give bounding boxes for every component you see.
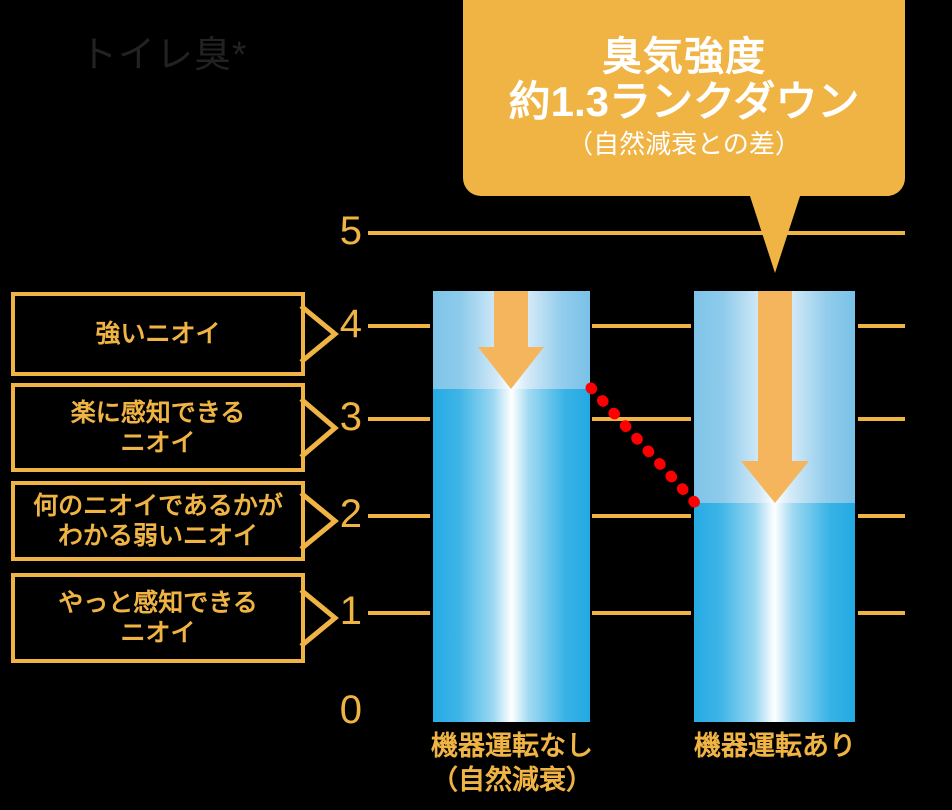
gridline-1-mid (592, 611, 691, 615)
ytick-0: 0 (339, 688, 362, 732)
scale-box-3: 楽に感知できる ニオイ (11, 383, 305, 472)
ytick-5: 5 (339, 209, 362, 253)
gridline-4-mid (592, 324, 691, 328)
gridline-4-left (368, 324, 430, 328)
ytick-4: 4 (339, 302, 362, 346)
callout-bubble: 臭気強度 約1.3ランクダウン （自然減衰との差） (463, 0, 905, 196)
gridline-3-right (858, 417, 905, 421)
page-title: トイレ臭* (80, 34, 248, 75)
scale-box-2-label: 何のニオイであるかが わかる弱いニオイ (33, 492, 283, 550)
scale-box-4: 強いニオイ (11, 292, 305, 376)
ytick-1: 1 (339, 589, 362, 633)
xaxis-label-no-operation-line1: 機器運転なし (431, 731, 593, 761)
scale-box-3-pointer-icon (299, 397, 339, 459)
scale-box-2: 何のニオイであるかが わかる弱いニオイ (11, 481, 305, 561)
callout-line-2: 約1.3ランクダウン (508, 77, 860, 125)
gridline-3-left (368, 417, 430, 421)
xaxis-label-no-operation: 機器運転なし （自然減衰） (405, 730, 619, 798)
down-arrow-icon-bar2 (741, 291, 809, 503)
xaxis-label-no-operation-line2: （自然減衰） (431, 764, 593, 795)
ytick-2: 2 (339, 492, 362, 536)
scale-box-1-pointer-icon (299, 588, 339, 648)
gridline-2-mid (592, 514, 691, 518)
bar-no-operation-remaining-segment (433, 389, 590, 722)
scale-box-2-pointer-icon (299, 491, 339, 551)
gridline-4-right (858, 324, 905, 328)
scale-box-1: やっと感知できる ニオイ (11, 573, 305, 663)
gridline-1-left (368, 611, 430, 615)
ytick-3: 3 (339, 395, 362, 439)
callout-line-3: （自然減衰との差） (567, 129, 801, 160)
gridline-2-right (858, 514, 905, 518)
xaxis-label-with-operation-line1: 機器運転あり (694, 731, 856, 761)
gridline-2-left (368, 514, 430, 518)
scale-box-3-label: 楽に感知できる ニオイ (70, 398, 246, 457)
scale-box-4-pointer-icon (299, 304, 339, 364)
down-arrow-icon-bar1 (478, 291, 544, 389)
bar-no-operation (433, 291, 590, 722)
gridline-5 (368, 231, 905, 235)
gridline-1-right (858, 611, 905, 615)
scale-box-1-label: やっと感知できる ニオイ (58, 589, 258, 647)
scale-box-4-label: 強いニオイ (95, 320, 221, 348)
gridline-3-mid (592, 417, 691, 421)
callout-line-1: 臭気強度 (602, 34, 766, 79)
xaxis-label-with-operation: 機器運転あり (668, 730, 882, 764)
bar-with-operation-remaining-segment (694, 503, 855, 722)
